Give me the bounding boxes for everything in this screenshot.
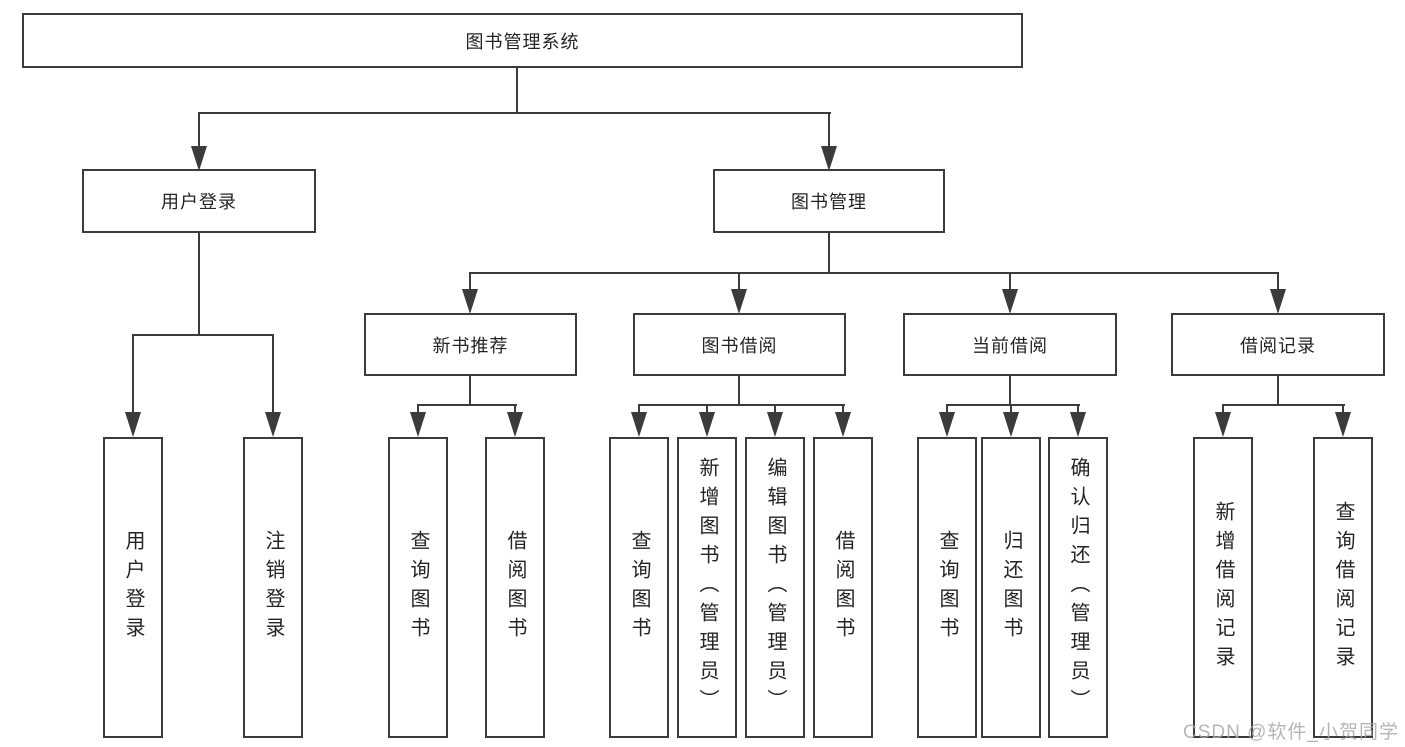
arrowhead-bb3 xyxy=(767,412,783,437)
leaf-query-borrow-record: 查询借阅记录 xyxy=(1313,437,1373,738)
connector-stub-br1 xyxy=(1222,404,1224,414)
connector-stub-cb2 xyxy=(1010,404,1012,414)
arrowhead-current-borrowing xyxy=(1002,289,1018,314)
connector-book-borrowing-drop xyxy=(738,376,740,406)
connector-user-login-drop xyxy=(198,233,200,336)
leaf-query-books-borrowing-label: 查询图书 xyxy=(628,529,650,646)
leaf-query-borrow-record-label: 查询借阅记录 xyxy=(1332,500,1354,675)
node-book-borrowing: 图书借阅 xyxy=(633,313,846,376)
leaf-edit-books-admin: 编辑图书（管理员） xyxy=(745,437,805,738)
leaf-return-books: 归还图书 xyxy=(981,437,1041,738)
leaf-borrow-books-borrowing-label: 借阅图书 xyxy=(832,529,854,646)
node-borrowing-records: 借阅记录 xyxy=(1171,313,1385,376)
leaf-return-books-label: 归还图书 xyxy=(1000,529,1022,646)
arrowhead-br2 xyxy=(1335,412,1351,437)
node-user-login: 用户登录 xyxy=(82,169,316,233)
arrowhead-nb2 xyxy=(507,412,523,437)
connector-new-book-drop xyxy=(469,376,471,406)
connector-stub-nb2 xyxy=(514,404,516,414)
arrowhead-borrowing-records xyxy=(1270,289,1286,314)
connector-stub-borrowing-records xyxy=(1277,272,1279,292)
arrowhead-bb2 xyxy=(699,412,715,437)
arrowhead-bb4 xyxy=(835,412,851,437)
connector-book-management-split xyxy=(469,272,1279,274)
connector-stub-bb4 xyxy=(842,404,844,414)
leaf-user-login-label: 用户登录 xyxy=(122,529,144,646)
leaf-query-books-recommend-label: 查询图书 xyxy=(407,529,429,646)
node-library-management-system: 图书管理系统 xyxy=(22,13,1023,68)
leaf-query-books-recommend: 查询图书 xyxy=(388,437,448,738)
node-new-book-recommendation: 新书推荐 xyxy=(364,313,577,376)
connector-root-drop xyxy=(516,66,518,114)
connector-stub-current-borrowing xyxy=(1009,272,1011,292)
connector-borrowing-records-drop xyxy=(1277,376,1279,406)
leaf-confirm-return-admin-label: 确认归还（管理员） xyxy=(1067,457,1089,718)
connector-stub-br2 xyxy=(1342,404,1344,414)
connector-root-split xyxy=(198,112,831,114)
connector-stub-book-management xyxy=(828,112,830,148)
connector-stub-cb1 xyxy=(946,404,948,414)
arrowhead-br1 xyxy=(1215,412,1231,437)
arrowhead-new-book xyxy=(462,289,478,314)
node-book-management: 图书管理 xyxy=(713,169,945,233)
watermark: CSDN @软件_小贺同学 xyxy=(1183,722,1399,743)
arrowhead-book-management xyxy=(821,146,837,171)
connector-user-login-split xyxy=(132,334,274,336)
leaf-add-books-admin-label: 新增图书（管理员） xyxy=(696,457,718,718)
connector-current-borrowing-split xyxy=(946,404,1080,406)
leaf-confirm-return-admin: 确认归还（管理员） xyxy=(1048,437,1108,738)
connector-current-borrowing-drop xyxy=(1009,376,1011,406)
connector-stub-leaf-logout xyxy=(272,334,274,413)
arrowhead-book-borrowing xyxy=(731,289,747,314)
leaf-add-borrow-record-label: 新增借阅记录 xyxy=(1212,500,1234,675)
arrowhead-cb2 xyxy=(1003,412,1019,437)
arrowhead-bb1 xyxy=(631,412,647,437)
connector-book-borrowing-split xyxy=(638,404,845,406)
connector-stub-leaf-user-login xyxy=(132,334,134,413)
arrowhead-cb3 xyxy=(1070,412,1086,437)
connector-new-book-split xyxy=(417,404,517,406)
arrowhead-user-login xyxy=(191,146,207,171)
arrowhead-leaf-logout xyxy=(265,412,281,437)
leaf-query-books-borrowing: 查询图书 xyxy=(609,437,669,738)
leaf-borrow-books-recommend-label: 借阅图书 xyxy=(504,529,526,646)
leaf-borrow-books-borrowing: 借阅图书 xyxy=(813,437,873,738)
leaf-edit-books-admin-label: 编辑图书（管理员） xyxy=(764,457,786,718)
leaf-add-borrow-record: 新增借阅记录 xyxy=(1193,437,1253,738)
connector-stub-book-borrowing xyxy=(738,272,740,292)
connector-stub-bb1 xyxy=(638,404,640,414)
arrowhead-leaf-user-login xyxy=(125,412,141,437)
connector-stub-new-book xyxy=(469,272,471,292)
connector-book-management-drop xyxy=(828,233,830,274)
connector-stub-bb2 xyxy=(706,404,708,414)
leaf-user-login: 用户登录 xyxy=(103,437,163,738)
connector-borrowing-records-split xyxy=(1222,404,1345,406)
connector-stub-user-login xyxy=(198,112,200,148)
node-current-borrowing: 当前借阅 xyxy=(903,313,1117,376)
leaf-add-books-admin: 新增图书（管理员） xyxy=(677,437,737,738)
leaf-query-books-current: 查询图书 xyxy=(917,437,977,738)
arrowhead-nb1 xyxy=(410,412,426,437)
leaf-query-books-current-label: 查询图书 xyxy=(936,529,958,646)
connector-stub-bb3 xyxy=(774,404,776,414)
leaf-logout-login: 注销登录 xyxy=(243,437,303,738)
leaf-borrow-books-recommend: 借阅图书 xyxy=(485,437,545,738)
connector-stub-nb1 xyxy=(417,404,419,414)
arrowhead-cb1 xyxy=(939,412,955,437)
leaf-logout-login-label: 注销登录 xyxy=(262,529,284,646)
connector-stub-cb3 xyxy=(1077,404,1079,414)
